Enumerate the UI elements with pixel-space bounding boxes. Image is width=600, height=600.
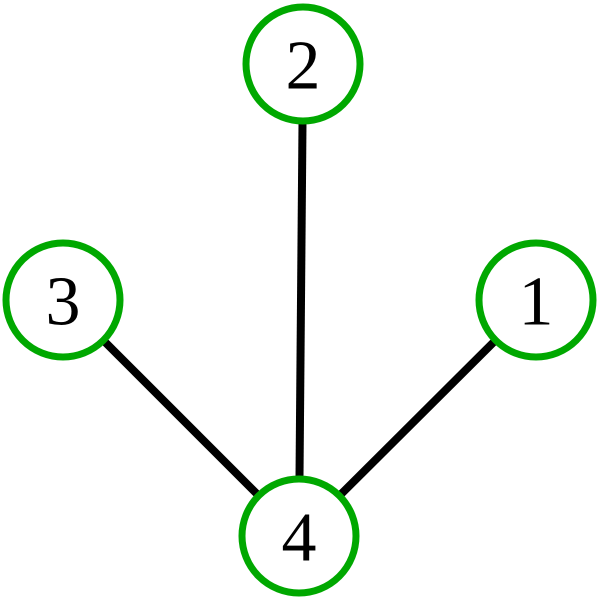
node-label-2: 2: [286, 28, 321, 105]
node-circle-3: [2, 239, 124, 361]
graph-node-1: 1: [475, 239, 597, 361]
node-label-3: 3: [46, 264, 81, 341]
node-circle-1: [475, 239, 597, 361]
graph-node-4: 4: [238, 475, 360, 597]
node-circle-4: [238, 475, 360, 597]
node-label-4: 4: [282, 500, 317, 577]
graph-node-3: 3: [2, 239, 124, 361]
graph-edge-2-4: [295, 63, 307, 537]
node-label-1: 1: [519, 264, 554, 341]
node-circle-2: [242, 3, 364, 125]
graph-node-2: 2: [242, 3, 364, 125]
